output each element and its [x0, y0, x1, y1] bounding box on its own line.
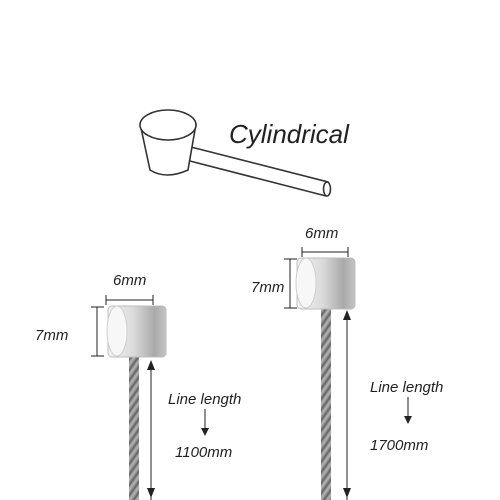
right-cable-assembly — [295, 257, 356, 500]
right-cylinder-head — [295, 257, 356, 310]
left-width-label: 6mm — [113, 272, 146, 289]
right-cable-wire — [321, 304, 331, 500]
type-label: Cylindrical — [229, 119, 350, 149]
left-length-arrow — [201, 409, 209, 436]
right-length-value: 1700mm — [370, 437, 428, 454]
cylindrical-head-sketch — [139, 109, 332, 197]
left-length-caption: Line length — [168, 391, 241, 408]
right-width-dimension — [301, 247, 349, 257]
right-length-caption: Line length — [370, 379, 443, 396]
right-width-label: 6mm — [305, 225, 338, 242]
left-height-dimension — [91, 306, 104, 357]
right-height-label: 7mm — [251, 279, 284, 296]
left-cable-wire — [129, 355, 139, 500]
left-length-dimension — [147, 360, 155, 500]
right-length-dimension — [343, 310, 351, 500]
left-cable-assembly — [106, 305, 167, 500]
right-height-dimension — [284, 258, 297, 309]
right-length-arrow — [404, 397, 412, 424]
left-length-value: 1100mm — [175, 444, 232, 461]
left-height-label: 7mm — [35, 327, 68, 344]
left-width-dimension — [105, 295, 154, 305]
left-cylinder-head — [106, 305, 167, 358]
